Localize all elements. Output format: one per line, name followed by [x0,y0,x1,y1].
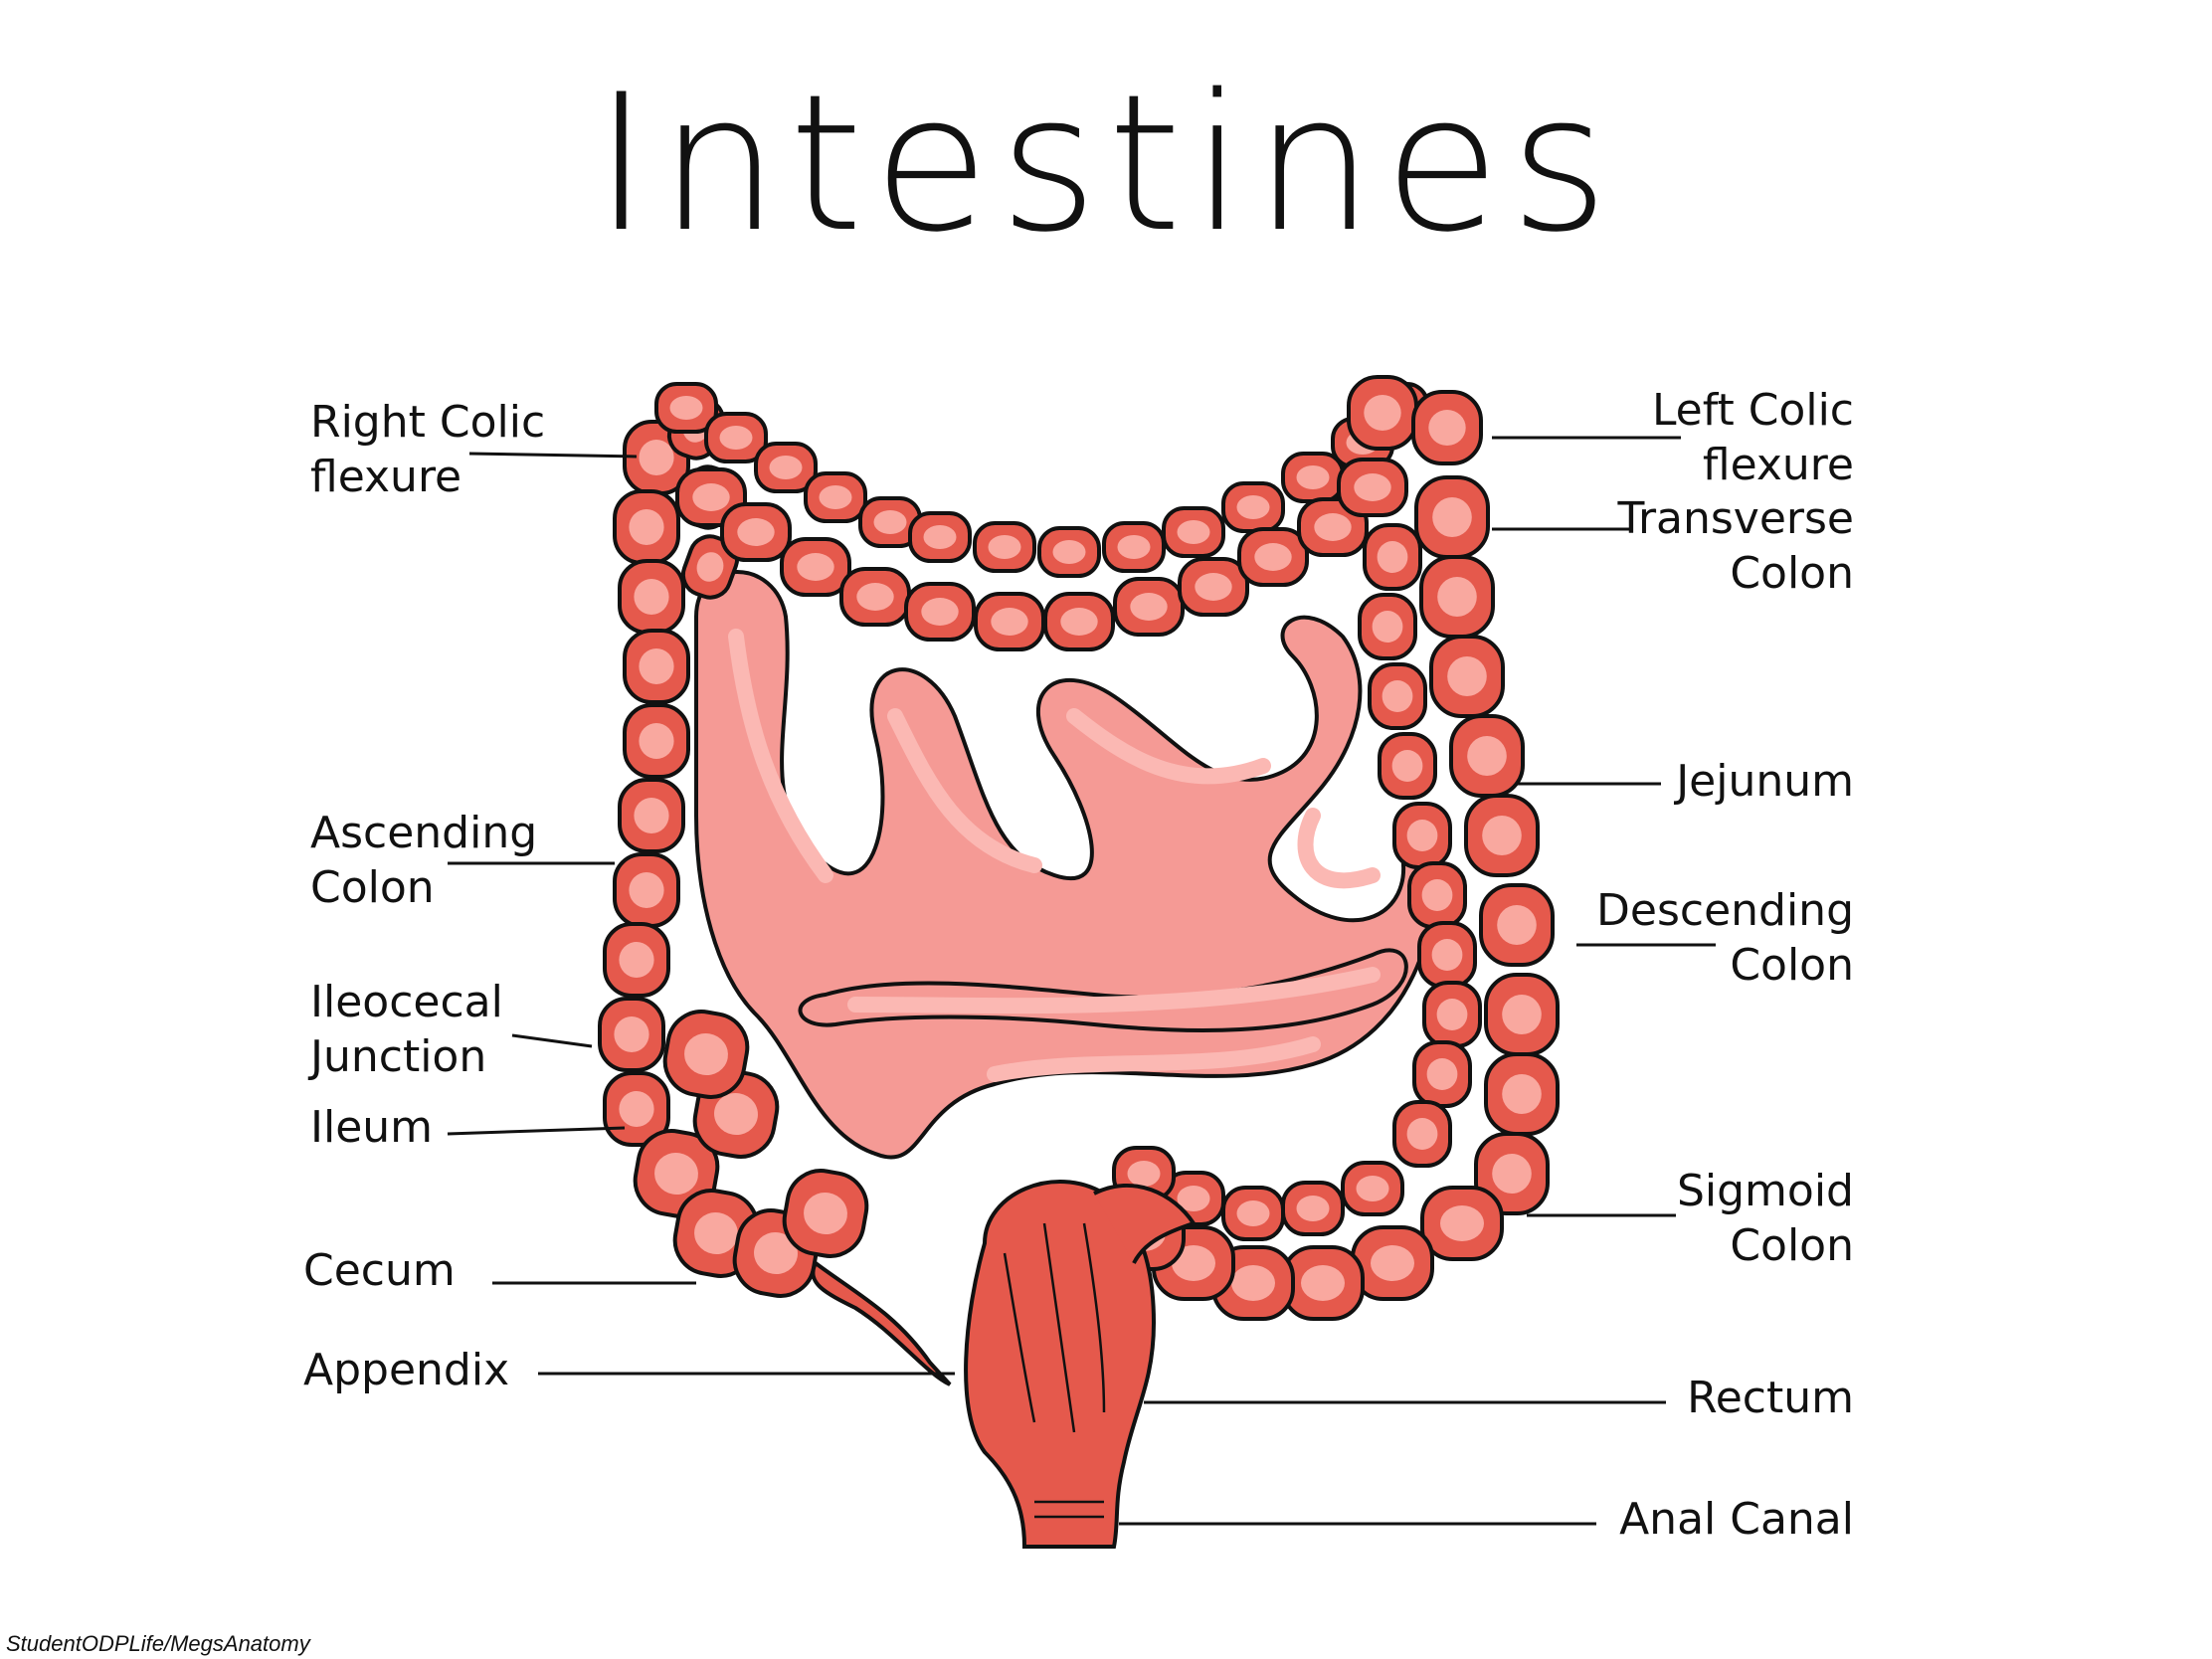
ascending-colon-segment [618,559,685,635]
transverse-colon-inner-segment [974,592,1045,651]
transverse-colon-segment [704,412,768,463]
label-appendix: Appendix [303,1345,510,1395]
sigmoid-colon-inner-segment [1341,1161,1404,1216]
small-intestine-highlight [728,629,1381,1082]
transverse-colon-inner-segment [1337,458,1408,517]
transverse-colon-segment [1162,506,1225,558]
descending-colon-inner-segment [1378,732,1437,800]
descending-colon-inner-segment [1392,1100,1452,1168]
descending-colon-inner-segment [1412,1040,1472,1108]
sigmoid-colon-inner-segment [1281,1181,1345,1236]
transverse-colon-segment [908,511,972,563]
label-jejunum: Jejunum [1676,756,1854,807]
left-colic-flexure-segment [1347,375,1418,451]
descending-colon-segment [1449,714,1525,798]
transverse-colon-segment [973,521,1036,573]
descending-colon-segment [1419,555,1495,639]
label-descending-colon: Descending Colon [1596,885,1854,991]
descending-colon-inner-segment [1422,981,1482,1048]
sigmoid-colon-segment [1420,1186,1504,1261]
transverse-colon-inner-segment [904,582,976,642]
descending-colon-inner-segment [1392,802,1452,869]
descending-colon-inner-segment [1407,861,1467,929]
descending-colon-inner-segment [1417,921,1477,989]
label-transverse-colon: Transverse Colon [1617,493,1854,599]
sigmoid-colon-segment [1281,1245,1365,1321]
cecum-segment [662,1010,750,1099]
descending-colon-segment [1484,1052,1560,1136]
ascending-colon-segment [618,778,685,853]
ascending-colon-segment [613,852,680,928]
transverse-colon-segment [654,382,718,434]
descending-colon-inner-segment [1358,593,1417,660]
small-intestine [694,570,1436,1160]
label-ascending-colon: Ascending Colon [310,808,538,913]
ascending-colon-segment [623,629,690,704]
transverse-colon-inner-segment [780,537,851,597]
ascending-colon-segment [598,997,665,1072]
label-right-colic-flexure: Right Colic flexure [310,397,546,502]
ascending-colon-inner-segment [680,534,740,600]
transverse-colon-inner-segment [1178,557,1249,617]
transverse-colon-segment [1281,452,1345,503]
transverse-colon-segment [1221,481,1285,533]
descending-colon-segment [1464,794,1540,877]
left-colic-flexure-segment [1411,390,1483,465]
leader-lines [447,436,1716,1526]
transverse-colon-segment [1037,526,1101,578]
cecum-segment [782,1169,869,1258]
label-rectum: Rectum [1687,1373,1854,1423]
transverse-colon-segment [804,471,867,523]
label-left-colic-flexure: Left Colic flexure [1651,385,1854,490]
label-anal-canal: Anal Canal [1619,1494,1854,1545]
transverse-colon-inner-segment [1113,577,1185,637]
transverse-colon-segment [858,496,922,548]
page-title: Intestines [593,54,1619,274]
credit-text: StudentODPLife/MegsAnatomy [6,1631,310,1656]
ascending-colon-segment [623,703,690,779]
descending-colon-inner-segment [1368,662,1427,730]
transverse-colon-inner-segment [839,567,911,627]
appendix-shape [811,1259,952,1386]
leader-ileum [447,1126,626,1136]
transverse-colon-segment [1102,521,1166,573]
descending-colon-segment [1484,973,1560,1056]
rectum-shape [964,1180,1198,1549]
descending-colon-segment [1414,475,1490,559]
transverse-colon-inner-segment [1043,592,1115,651]
descending-colon-inner-segment [1363,523,1422,591]
descending-colon-segment [1429,635,1505,718]
large-intestine [598,375,1560,1321]
label-ileocecal-junction: Ileocecal Junction [310,977,503,1082]
sigmoid-colon-segment [1351,1225,1434,1301]
label-ileum: Ileum [310,1102,434,1153]
leader-ileocecal-junction [511,1033,593,1048]
label-cecum: Cecum [303,1245,456,1296]
ascending-colon-segment [613,489,680,565]
sigmoid-colon-inner-segment [1221,1186,1285,1241]
ascending-colon-segment [603,922,670,998]
descending-colon-segment [1479,883,1555,967]
transverse-colon-inner-segment [720,502,792,562]
transverse-colon-segment [754,442,818,493]
label-sigmoid-colon: Sigmoid Colon [1676,1166,1854,1271]
transverse-colon-inner-segment [1237,527,1309,587]
descending-colon-segment [1474,1132,1550,1215]
leader-right-colic-flexure [468,452,638,459]
